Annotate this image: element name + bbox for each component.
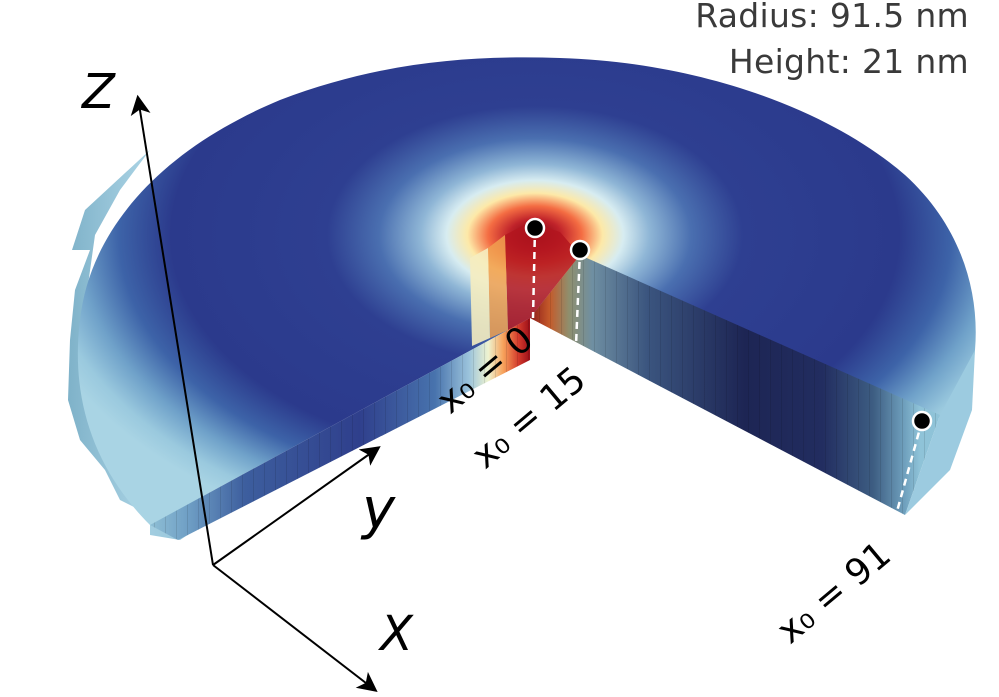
dashed-line-mid <box>574 249 582 346</box>
axis-label-y: y <box>360 477 396 542</box>
coordinate-axes: Z y X <box>80 64 414 693</box>
x-axis-arrow <box>212 564 378 693</box>
height-label: Height: 21 nm <box>728 42 969 81</box>
axis-label-x: X <box>377 606 414 662</box>
marker-mid <box>569 239 591 346</box>
hot-core <box>505 222 580 330</box>
marker-dot-mid <box>569 239 591 261</box>
marker-edge <box>894 410 933 516</box>
marker-center <box>524 217 546 319</box>
z-axis-arrow <box>130 94 214 566</box>
radius-label: Radius: 91.5 nm <box>695 0 969 35</box>
dashed-line-center <box>531 227 537 319</box>
y-axis-arrow <box>212 446 381 566</box>
marker-dot-center <box>524 217 546 239</box>
label-x0-edge: x₀ = 91 <box>769 534 898 652</box>
dashed-line-edge <box>894 420 924 516</box>
marker-dot-edge <box>911 410 933 432</box>
disk-body <box>68 57 976 540</box>
axis-label-z: Z <box>80 64 116 120</box>
right-rim-wall <box>905 350 975 515</box>
